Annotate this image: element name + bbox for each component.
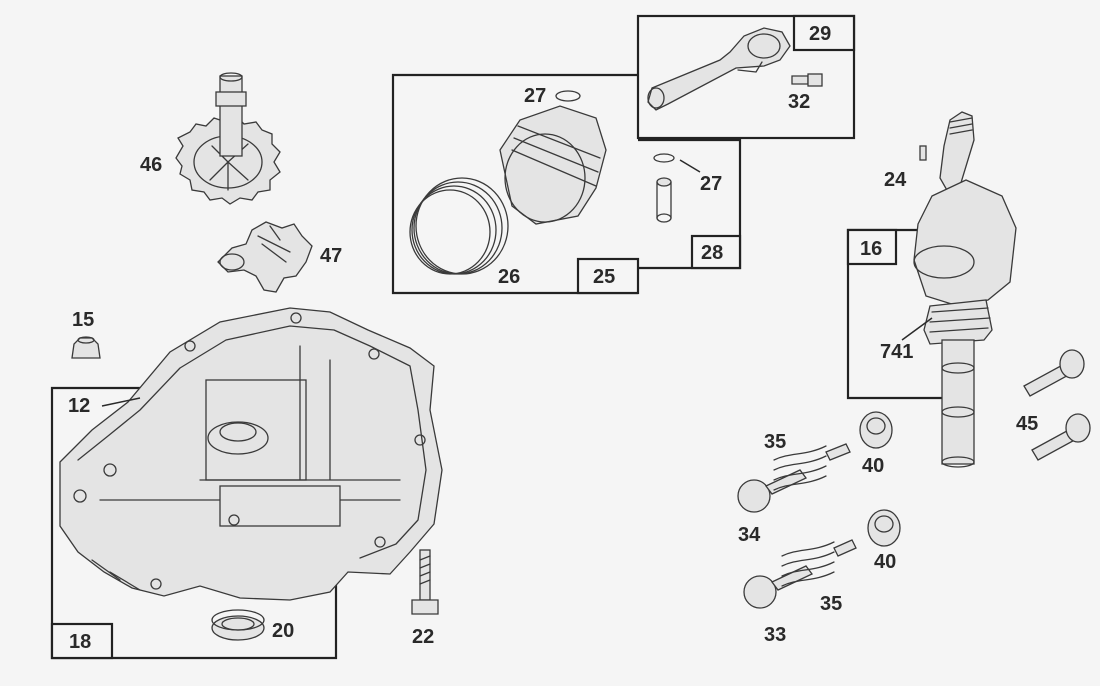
valve-keeper-part-40-lower bbox=[867, 509, 901, 547]
oil-seal-part-20 bbox=[211, 609, 265, 641]
crankcase-cover-part-12 bbox=[59, 307, 443, 601]
valve-spring-set-lower bbox=[743, 539, 857, 609]
callout-47: 47 bbox=[320, 245, 342, 267]
kit-label-16: 16 bbox=[860, 238, 882, 260]
connecting-rod-part bbox=[647, 27, 791, 111]
callout-35-lower: 35 bbox=[820, 593, 842, 615]
rod-bolt-part-32 bbox=[791, 73, 823, 87]
callout-12: 12 bbox=[68, 395, 90, 417]
kit-frame-29: 29 bbox=[636, 14, 856, 140]
callout-20: 20 bbox=[272, 620, 294, 642]
callout-27-piston: 27 bbox=[524, 85, 546, 107]
callout-32: 32 bbox=[788, 91, 810, 113]
callout-34: 34 bbox=[738, 524, 761, 546]
callout-35-upper: 35 bbox=[764, 431, 786, 453]
governor-part-47 bbox=[217, 221, 313, 293]
kit-label-18: 18 bbox=[69, 631, 91, 653]
callout-33: 33 bbox=[764, 624, 786, 646]
valve-spring-set-upper bbox=[737, 443, 851, 513]
callout-22: 22 bbox=[412, 626, 434, 648]
kit-frame-16: 16 bbox=[846, 228, 944, 400]
kit-label-28: 28 bbox=[701, 242, 723, 264]
callout-40-lower: 40 bbox=[874, 551, 896, 573]
crankshaft-part bbox=[913, 111, 1017, 468]
callout-40-upper: 40 bbox=[862, 455, 884, 477]
wrist-pin-part-28 bbox=[653, 153, 675, 223]
key-part-24 bbox=[919, 145, 927, 161]
retaining-ring-part-27 bbox=[555, 90, 581, 102]
callout-46: 46 bbox=[140, 154, 162, 176]
callout-741: 741 bbox=[880, 341, 913, 363]
callout-45: 45 bbox=[1016, 413, 1038, 435]
kit-label-25: 25 bbox=[593, 266, 615, 288]
valve-part-45 bbox=[1023, 349, 1091, 461]
callout-27-pin: 27 bbox=[700, 173, 722, 195]
kit-label-29: 29 bbox=[809, 23, 831, 45]
bolt-part-22 bbox=[411, 549, 439, 615]
callout-24: 24 bbox=[884, 169, 907, 191]
kit-frame-28: 28 bbox=[638, 138, 742, 270]
kit-frame-18: 18 bbox=[50, 386, 338, 660]
piston-part bbox=[499, 105, 607, 225]
callout-26: 26 bbox=[498, 266, 520, 288]
plug-part-15 bbox=[71, 336, 101, 359]
valve-keeper-part-40-upper bbox=[859, 411, 893, 449]
callout-15: 15 bbox=[72, 309, 94, 331]
piston-rings-part-26 bbox=[409, 177, 509, 275]
kit-frame-25: 25 bbox=[391, 73, 640, 295]
cam-gear-part-46 bbox=[175, 72, 281, 205]
